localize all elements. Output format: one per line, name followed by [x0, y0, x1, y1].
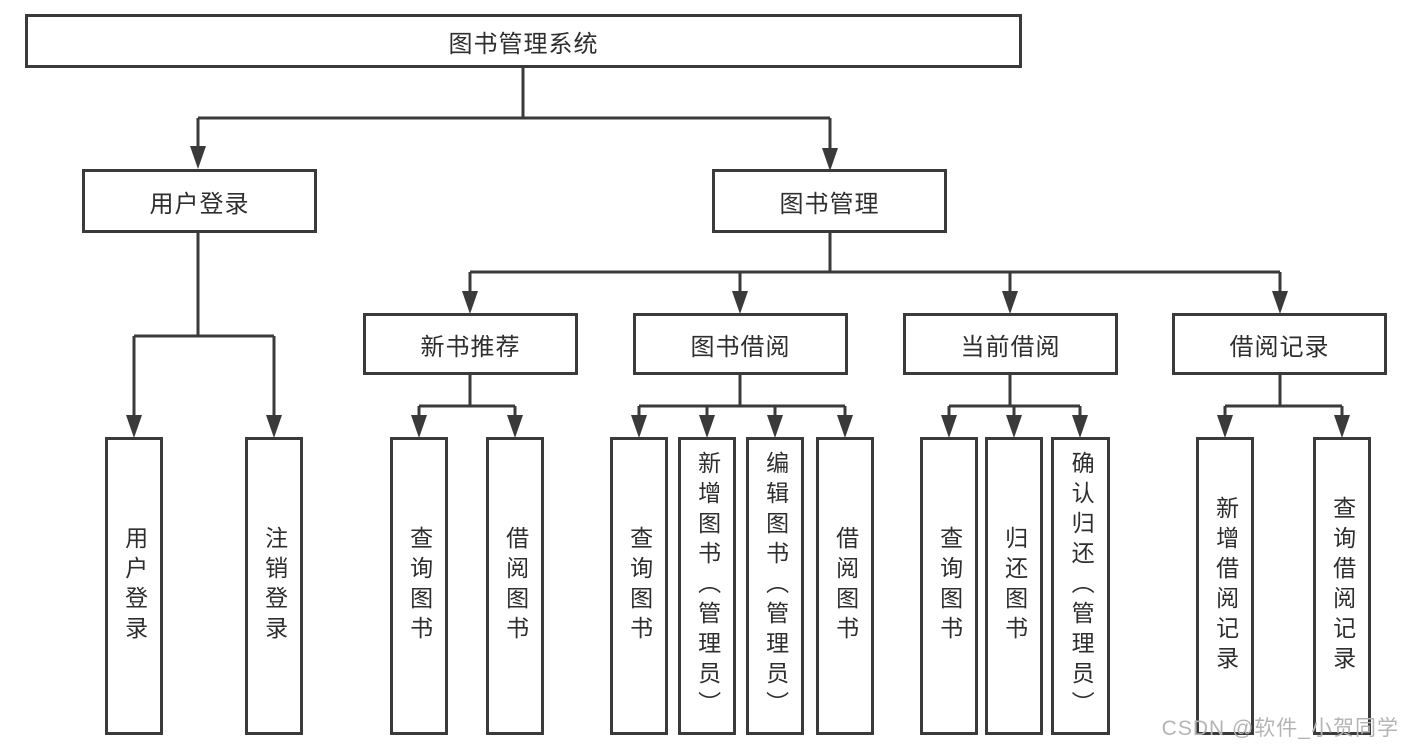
node-label: 借阅图书	[502, 526, 529, 646]
node-leaf-query-borrow-record: 查询借阅记录	[1313, 437, 1371, 735]
arrow-down-icon	[1072, 415, 1088, 438]
node-label: 图书管理	[779, 190, 880, 218]
node-label: 查询图书	[626, 526, 653, 646]
node-label: 图书管理系统	[448, 30, 599, 58]
csdn-watermark: CSDN @软件_小贺同学	[1161, 717, 1399, 740]
node-label: 用户登录	[121, 526, 148, 646]
arrow-down-icon	[732, 291, 748, 314]
connector-borrow-record-to-leaves	[1223, 375, 1344, 417]
node-book-borrow: 图书借阅	[633, 313, 848, 375]
connector-user-login-to-leaves	[132, 233, 276, 417]
arrow-down-icon	[266, 415, 282, 438]
node-leaf-query-books-recommend: 查询图书	[390, 437, 448, 735]
node-leaf-edit-books-admin: 编辑图书（管理员）	[746, 437, 804, 735]
node-label: 新增图书（管理员）	[694, 451, 721, 721]
arrow-down-icon	[462, 291, 478, 314]
node-label: 用户登录	[149, 190, 250, 218]
node-leaf-user-login: 用户登录	[105, 437, 163, 735]
node-leaf-confirm-return-admin: 确认归还（管理员）	[1051, 437, 1110, 735]
arrow-down-icon	[1217, 415, 1233, 438]
connector-root-to-level2	[196, 68, 832, 150]
arrow-down-icon	[941, 415, 957, 438]
node-leaf-query-books-current: 查询图书	[920, 437, 978, 735]
arrow-down-icon	[822, 148, 838, 171]
arrow-down-icon	[631, 415, 647, 438]
arrow-down-icon	[411, 415, 427, 438]
connector-book-borrow-to-leaves	[637, 375, 847, 417]
node-user-login: 用户登录	[82, 169, 317, 233]
node-label: 注销登录	[261, 526, 288, 646]
node-label: 新书推荐	[420, 333, 521, 361]
node-leaf-query-books-borrow: 查询图书	[610, 437, 668, 735]
node-root-library-system: 图书管理系统	[25, 14, 1022, 68]
node-current-borrow: 当前借阅	[903, 313, 1118, 375]
node-label: 编辑图书（管理员）	[762, 451, 789, 721]
node-label: 借阅图书	[832, 526, 859, 646]
node-label: 新增借阅记录	[1212, 496, 1239, 676]
arrow-down-icon	[126, 415, 142, 438]
node-label: 查询图书	[406, 526, 433, 646]
arrow-down-icon	[767, 415, 783, 438]
node-leaf-add-borrow-record: 新增借阅记录	[1196, 437, 1254, 735]
arrow-down-icon	[1006, 415, 1022, 438]
arrow-down-icon	[190, 146, 206, 169]
node-label: 当前借阅	[960, 333, 1061, 361]
arrow-down-icon	[507, 415, 523, 438]
node-label: 确认归还（管理员）	[1068, 451, 1095, 721]
arrow-down-icon	[837, 415, 853, 438]
node-leaf-return-books: 归还图书	[985, 437, 1043, 735]
arrow-down-icon	[699, 415, 715, 438]
node-leaf-logout: 注销登录	[245, 437, 303, 735]
node-leaf-add-books-admin: 新增图书（管理员）	[678, 437, 736, 735]
node-label: 图书借阅	[690, 333, 791, 361]
node-new-book-recommend: 新书推荐	[363, 313, 578, 375]
node-label: 归还图书	[1001, 526, 1028, 646]
node-borrow-record: 借阅记录	[1172, 313, 1387, 375]
node-leaf-borrow-books-recommend: 借阅图书	[486, 437, 544, 735]
node-book-management: 图书管理	[712, 169, 947, 233]
node-label: 查询借阅记录	[1329, 496, 1356, 676]
arrow-down-icon	[1334, 415, 1350, 438]
node-label: 查询图书	[936, 526, 963, 646]
node-leaf-borrow-books: 借阅图书	[816, 437, 874, 735]
connector-new-book-to-leaves	[417, 375, 517, 417]
node-label: 借阅记录	[1229, 333, 1330, 361]
connector-book-management-to-level3	[468, 233, 1282, 293]
arrow-down-icon	[1272, 291, 1288, 314]
connector-current-borrow-to-leaves	[947, 375, 1082, 417]
arrow-down-icon	[1002, 291, 1018, 314]
